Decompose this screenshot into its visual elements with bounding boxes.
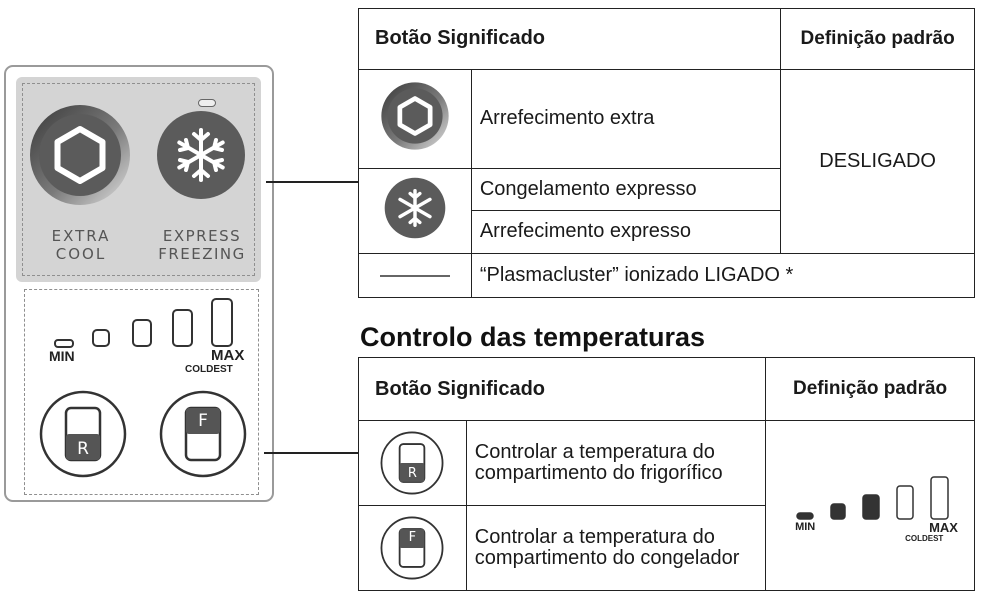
level-bar-1 xyxy=(54,339,74,348)
temperature-control-table: Botão Significado Definição padrão R Con… xyxy=(357,357,975,591)
extra-cool-hexagon-icon xyxy=(381,82,449,150)
f-icon-cell: F xyxy=(358,505,467,591)
level-bar-5 xyxy=(211,298,233,347)
r-letter: R xyxy=(77,439,89,459)
meaning-express-cooling: Arrefecimento expresso xyxy=(470,210,782,254)
refrigerator-temp-button[interactable]: R xyxy=(39,390,127,478)
dashed-border xyxy=(22,83,255,276)
express-freezing-label: EXPRESS FREEZING xyxy=(158,227,246,263)
r-icon-cell: R xyxy=(358,420,467,506)
connector-line-bottom xyxy=(264,452,358,454)
meaning-plasmacluster: “Plasmacluster” ionizado LIGADO * xyxy=(470,252,976,299)
extra-cool-icon-cell xyxy=(358,68,472,169)
level-bar-2 xyxy=(92,329,110,347)
meaning-freezer-temp: Controlar a temperatura do compartimento… xyxy=(465,505,767,591)
snowflake-icon xyxy=(157,111,245,199)
control-panel: EXTRA COOL EXPRESS FREEZING MIN MAX COLD… xyxy=(4,65,274,502)
f-button-icon xyxy=(159,390,247,478)
default-min-label: MIN xyxy=(795,520,816,533)
section-title: Controlo das temperaturas xyxy=(360,322,706,352)
f-letter: F xyxy=(408,530,417,545)
indicator-line-icon xyxy=(379,275,450,277)
function-buttons-table: Botão Significado Definição padrão Arref… xyxy=(357,8,976,299)
max-label: MAX xyxy=(211,347,245,364)
meaning-refrigerator-temp: Controlar a temperatura do compartimento… xyxy=(465,420,767,506)
default-level-bars xyxy=(796,475,949,520)
header-default-2: Definição padrão xyxy=(765,357,975,421)
temperature-control-zone: MIN MAX COLDEST R F xyxy=(24,289,259,495)
function-button-zone: EXTRA COOL EXPRESS FREEZING xyxy=(16,77,261,282)
header-button-meaning-2: Botão Significado xyxy=(357,357,767,421)
coldest-label: COLDEST xyxy=(185,364,233,375)
snowflake-icon-cell xyxy=(358,167,472,254)
default-bar-2 xyxy=(830,502,846,520)
temperature-level-bars xyxy=(54,298,233,348)
header-button-meaning: Botão Significado xyxy=(357,8,782,70)
freezer-temp-button[interactable]: F xyxy=(159,390,247,478)
default-level-cell: MIN MAX COLDEST xyxy=(765,420,975,591)
r-letter: R xyxy=(407,466,417,481)
meaning-express-freezing: Congelamento expresso xyxy=(470,167,782,212)
default-coldest-label: COLDEST xyxy=(905,533,944,543)
r-button-icon xyxy=(39,390,127,478)
default-bar-1 xyxy=(796,511,814,520)
extra-cool-label: EXTRA COOL xyxy=(51,227,111,263)
level-bar-3 xyxy=(132,319,152,347)
default-max-label: MAX xyxy=(929,519,958,535)
express-freezing-button[interactable] xyxy=(156,110,246,200)
r-button-icon xyxy=(380,431,444,495)
default-off: DESLIGADO xyxy=(780,68,975,254)
extra-cool-button[interactable] xyxy=(28,103,132,207)
default-bar-5 xyxy=(930,475,949,520)
snowflake-icon xyxy=(384,177,446,239)
f-letter: F xyxy=(198,411,208,431)
default-bar-3 xyxy=(862,493,880,520)
meaning-extra-cool: Arrefecimento extra xyxy=(470,68,782,169)
min-label: MIN xyxy=(49,348,75,364)
f-button-icon xyxy=(380,516,444,580)
indicator-line-cell xyxy=(358,252,472,299)
default-bar-4 xyxy=(896,484,914,520)
header-default: Definição padrão xyxy=(780,8,975,70)
plasmacluster-indicator-icon xyxy=(198,99,216,107)
connector-line-top xyxy=(266,181,358,183)
level-bar-4 xyxy=(172,309,193,347)
extra-cool-hexagon-icon xyxy=(30,105,130,205)
